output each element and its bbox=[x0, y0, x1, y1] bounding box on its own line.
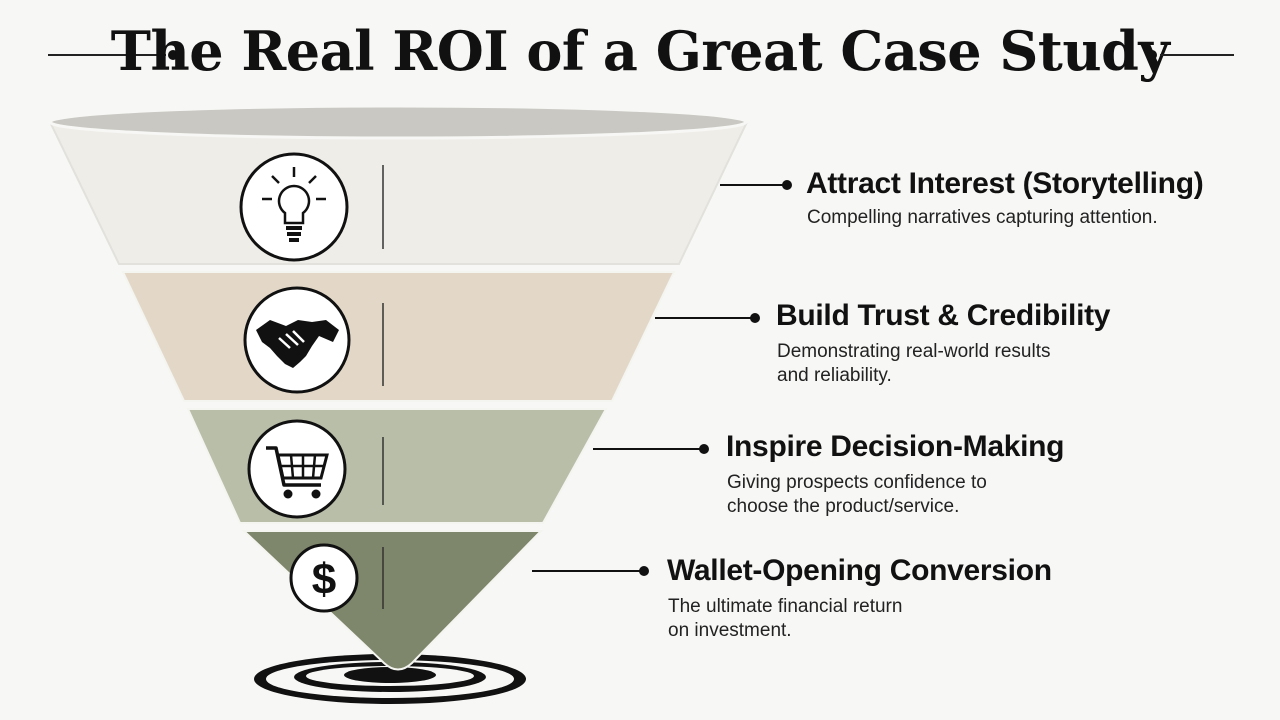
stage-1-description: Compelling narratives capturing attentio… bbox=[807, 207, 1158, 228]
funnel-stage-4 bbox=[241, 530, 544, 671]
title-row: The Real ROI of a Great Case Study bbox=[0, 14, 1280, 94]
title-left-rule bbox=[48, 54, 166, 56]
funnel-stage-2 bbox=[121, 271, 676, 402]
title-right-rule bbox=[1160, 54, 1234, 56]
stage-3-heading: Inspire Decision-Making bbox=[726, 430, 1065, 463]
stage-2-connector bbox=[655, 313, 760, 323]
dollar-glyph: $ bbox=[312, 555, 336, 604]
title-left-dot bbox=[168, 50, 178, 60]
stage-4-connector bbox=[532, 566, 649, 576]
shopping-cart-icon bbox=[247, 419, 347, 519]
stage-1-heading: Attract Interest (Storytelling) bbox=[806, 167, 1204, 200]
handshake-icon bbox=[243, 286, 351, 394]
stage-2-description: Demonstrating real-world results and rel… bbox=[777, 341, 1051, 386]
stage-3-connector bbox=[593, 444, 709, 454]
stage-1-connector bbox=[720, 180, 792, 190]
funnel-rim bbox=[48, 104, 748, 140]
target-icon bbox=[254, 654, 526, 704]
dollar-icon: $ bbox=[289, 543, 359, 613]
title-right-dot bbox=[1147, 50, 1157, 60]
stage-4-description: The ultimate financial return on investm… bbox=[668, 596, 903, 641]
page-title: The Real ROI of a Great Case Study bbox=[110, 19, 1170, 83]
stage-4-heading: Wallet-Opening Conversion bbox=[667, 554, 1052, 587]
stage-2-heading: Build Trust & Credibility bbox=[776, 299, 1111, 332]
lightbulb-icon bbox=[239, 152, 349, 262]
stage-3-description: Giving prospects confidence to choose th… bbox=[727, 472, 987, 517]
funnel-stage-1 bbox=[49, 123, 748, 265]
